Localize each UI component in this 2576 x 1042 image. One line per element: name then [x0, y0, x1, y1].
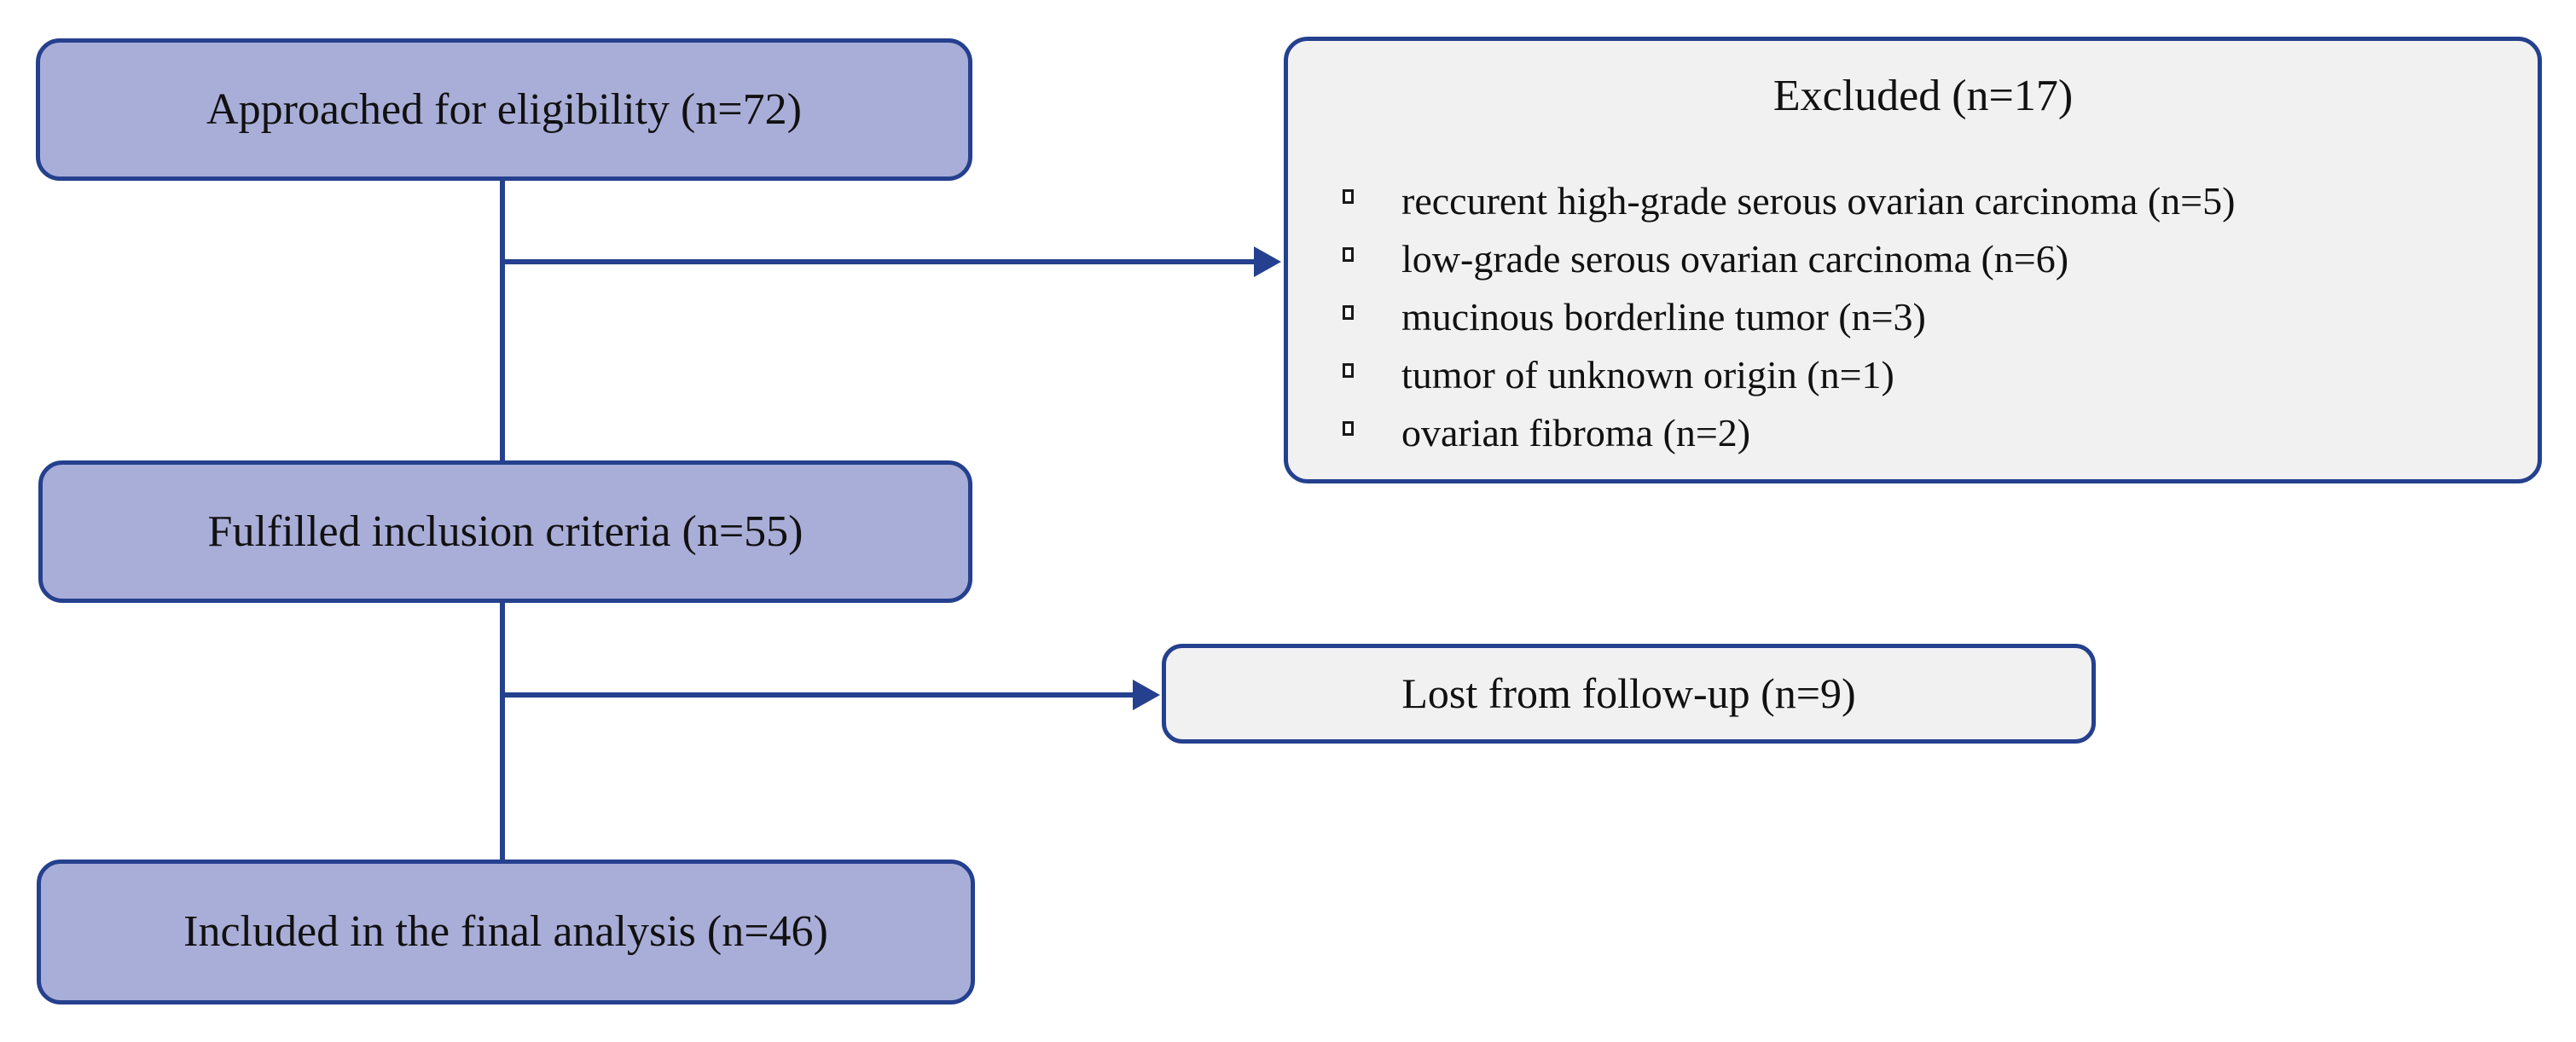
excluded-reason: tumor of unknown origin (n=1) [1401, 353, 1894, 397]
square-bullet-icon [1343, 246, 1354, 262]
arrowhead-excluded-icon [1254, 246, 1281, 277]
connector-to-excluded [502, 259, 1257, 264]
connector-to-lost [502, 692, 1136, 698]
node-included-label: Included in the final analysis (n=46) [183, 907, 828, 957]
node-excluded: Excluded (n=17) reccurent high-grade ser… [1284, 37, 2542, 483]
list-item: reccurent high-grade serous ovarian carc… [1343, 172, 2503, 230]
excluded-reason: ovarian fibroma (n=2) [1401, 411, 1751, 455]
node-lost-follow-up: Lost from follow-up (n=9) [1162, 644, 2096, 744]
excluded-reason: reccurent high-grade serous ovarian carc… [1401, 179, 2236, 223]
list-item: tumor of unknown origin (n=1) [1343, 346, 2503, 404]
square-bullet-icon [1343, 420, 1354, 436]
connector-approached-to-fulfilled [500, 181, 505, 462]
node-included-final-analysis: Included in the final analysis (n=46) [37, 860, 975, 1004]
node-fulfilled-criteria: Fulfilled inclusion criteria (n=55) [38, 460, 972, 603]
list-item: mucinous borderline tumor (n=3) [1343, 288, 2503, 346]
arrowhead-lost-icon [1133, 680, 1160, 710]
connector-fulfilled-to-included [500, 601, 505, 861]
square-bullet-icon [1343, 304, 1354, 320]
square-bullet-icon [1343, 362, 1354, 378]
excluded-reason: mucinous borderline tumor (n=3) [1401, 295, 1926, 339]
list-item: ovarian fibroma (n=2) [1343, 404, 2503, 462]
list-item: low-grade serous ovarian carcinoma (n=6) [1343, 230, 2503, 288]
node-approached-label: Approached for eligibility (n=72) [206, 84, 802, 134]
square-bullet-icon [1343, 188, 1354, 204]
node-approached-eligibility: Approached for eligibility (n=72) [36, 38, 972, 181]
excluded-reason: low-grade serous ovarian carcinoma (n=6) [1401, 237, 2069, 281]
node-fulfilled-label: Fulfilled inclusion criteria (n=55) [207, 507, 804, 556]
node-lost-label: Lost from follow-up (n=9) [1401, 669, 1856, 717]
excluded-title: Excluded (n=17) [1772, 72, 2074, 120]
excluded-reasons-list: reccurent high-grade serous ovarian carc… [1343, 172, 2503, 462]
